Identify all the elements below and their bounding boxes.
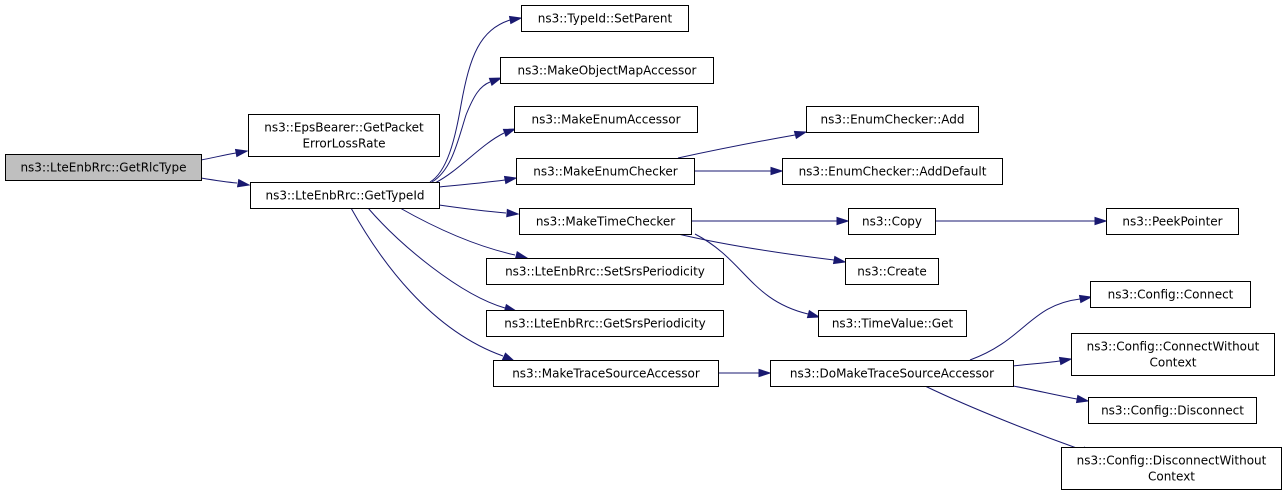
- node-label: ns3::MakeTraceSourceAccessor: [512, 367, 700, 381]
- node-enum-checker-add[interactable]: ns3::EnumChecker::Add: [806, 106, 979, 133]
- nodes-layer: ns3::LteEnbRrc::GetRlcType ns3::EpsBearer…: [5, 5, 1282, 490]
- edges-layer: [200, 15, 1108, 456]
- edge-get-type-id-to-make-enum-accessor: [434, 128, 517, 184]
- node-label: ns3::EnumChecker::Add: [821, 113, 965, 127]
- edge-do-make-trace-source-accessor-to-config-disconnect-without-context: [924, 385, 1095, 456]
- node-do-make-trace-source-accessor[interactable]: ns3::DoMakeTraceSourceAccessor: [770, 360, 1014, 387]
- node-label: ns3::EpsBearer::GetPacket: [264, 121, 424, 135]
- node-config-connect[interactable]: ns3::Config::Connect: [1090, 281, 1251, 308]
- node-make-time-checker[interactable]: ns3::MakeTimeChecker: [519, 208, 692, 235]
- edge-get-rlc-type-to-eps-get-packet-error-loss-rate: [200, 148, 249, 161]
- node-make-object-map-accessor[interactable]: ns3::MakeObjectMapAccessor: [500, 57, 714, 84]
- edge-do-make-trace-source-accessor-to-config-disconnect: [1012, 385, 1090, 404]
- edge-make-time-checker-to-copy: [691, 216, 850, 226]
- node-make-trace-source-accessor[interactable]: ns3::MakeTraceSourceAccessor: [493, 360, 719, 387]
- node-make-enum-checker[interactable]: ns3::MakeEnumChecker: [516, 158, 695, 185]
- edge-do-make-trace-source-accessor-to-config-connect-without-context: [1012, 356, 1073, 367]
- node-label: ns3::LteEnbRrc::GetSrsPeriodicity: [504, 317, 706, 331]
- node-label: ns3::TypeId::SetParent: [538, 12, 673, 26]
- node-label: ns3::TimeValue::Get: [832, 317, 954, 331]
- node-config-disconnect[interactable]: ns3::Config::Disconnect: [1088, 397, 1257, 424]
- node-make-enum-accessor[interactable]: ns3::MakeEnumAccessor: [514, 106, 698, 133]
- node-label: ns3::MakeEnumAccessor: [531, 113, 680, 127]
- node-label: ns3::EnumChecker::AddDefault: [799, 165, 987, 179]
- edge-make-time-checker-to-time-value-get: [694, 233, 821, 319]
- node-set-srs-periodicity[interactable]: ns3::LteEnbRrc::SetSrsPeriodicity: [486, 258, 724, 285]
- node-label: ns3::LteEnbRrc::SetSrsPeriodicity: [505, 265, 705, 279]
- edge-do-make-trace-source-accessor-to-config-connect: [969, 294, 1093, 361]
- node-label: ns3::DoMakeTraceSourceAccessor: [790, 367, 994, 381]
- node-label: ns3::Copy: [862, 215, 922, 229]
- edge-make-trace-source-accessor-to-do-make-trace-source-accessor: [718, 368, 772, 378]
- edge-get-type-id-to-make-object-map-accessor: [431, 77, 503, 183]
- node-enum-checker-add-default[interactable]: ns3::EnumChecker::AddDefault: [782, 158, 1003, 185]
- node-create[interactable]: ns3::Create: [845, 258, 939, 285]
- node-label: Context: [1148, 470, 1195, 484]
- edge-get-rlc-type-to-get-type-id: [200, 177, 251, 188]
- edge-make-enum-checker-to-enum-checker-add-default: [694, 166, 784, 176]
- node-get-srs-periodicity[interactable]: ns3::LteEnbRrc::GetSrsPeriodicity: [486, 310, 724, 337]
- node-label: ns3::Config::Connect: [1108, 288, 1234, 302]
- node-label: ns3::Create: [857, 265, 926, 279]
- node-label: Context: [1149, 356, 1196, 370]
- node-label: ns3::Config::Disconnect: [1101, 404, 1244, 418]
- node-peek-pointer[interactable]: ns3::PeekPointer: [1106, 208, 1239, 235]
- node-label: ns3::Config::DisconnectWithout: [1077, 454, 1267, 468]
- edge-get-type-id-to-type-id-set-parent: [429, 15, 523, 183]
- node-get-type-id[interactable]: ns3::LteEnbRrc::GetTypeId: [250, 182, 440, 209]
- node-label: ns3::Config::ConnectWithout: [1087, 340, 1260, 354]
- node-label: ns3::LteEnbRrc::GetRlcType: [20, 161, 186, 175]
- edge-make-enum-checker-to-enum-checker-add: [677, 130, 808, 159]
- node-copy[interactable]: ns3::Copy: [848, 208, 936, 235]
- edge-get-type-id-to-make-time-checker: [438, 204, 520, 218]
- node-label: ns3::MakeObjectMapAccessor: [518, 64, 697, 78]
- node-label: ns3::MakeEnumChecker: [533, 165, 678, 179]
- edge-copy-to-peek-pointer: [935, 216, 1108, 226]
- edge-get-type-id-to-make-enum-checker: [438, 175, 518, 188]
- node-time-value-get[interactable]: ns3::TimeValue::Get: [818, 310, 967, 337]
- node-label: ns3::LteEnbRrc::GetTypeId: [266, 189, 425, 203]
- edge-make-time-checker-to-create: [677, 233, 847, 265]
- node-label: ErrorLossRate: [302, 137, 385, 151]
- node-type-id-set-parent[interactable]: ns3::TypeId::SetParent: [521, 5, 689, 32]
- node-label: ns3::MakeTimeChecker: [536, 215, 675, 229]
- node-get-rlc-type[interactable]: ns3::LteEnbRrc::GetRlcType: [5, 154, 202, 181]
- node-label: ns3::PeekPointer: [1122, 215, 1222, 229]
